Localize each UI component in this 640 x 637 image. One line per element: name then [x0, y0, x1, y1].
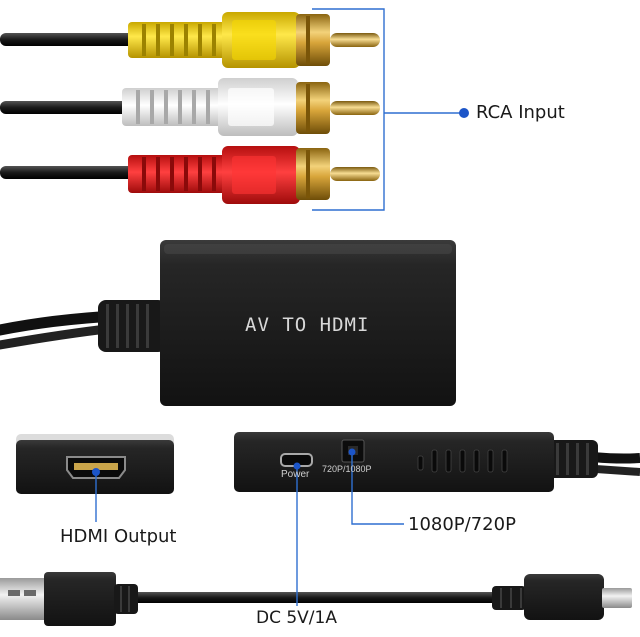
rca-cable-white	[0, 78, 380, 136]
switch-callout-dot	[349, 449, 356, 456]
hdmi-callout-dot	[92, 468, 100, 476]
rca-input-label: RCA Input	[476, 102, 565, 123]
resolution-switch-label: 1080P/720P	[408, 514, 516, 535]
hdmi-output-label: HDMI Output	[60, 526, 176, 547]
power-port-label: Power	[281, 469, 309, 480]
rca-cable-red	[0, 146, 380, 204]
switch-position-label: 720P/1080P	[322, 464, 372, 474]
hdmi-end-view	[16, 434, 174, 494]
converter-side-view	[234, 432, 640, 492]
rca-callout-dot	[459, 108, 469, 118]
converter-top-label: AV TO HDMI	[245, 314, 369, 336]
rca-cable-yellow	[0, 12, 380, 68]
dc-power-label: DC 5V/1A	[256, 608, 337, 628]
converter-top-view	[0, 240, 456, 406]
